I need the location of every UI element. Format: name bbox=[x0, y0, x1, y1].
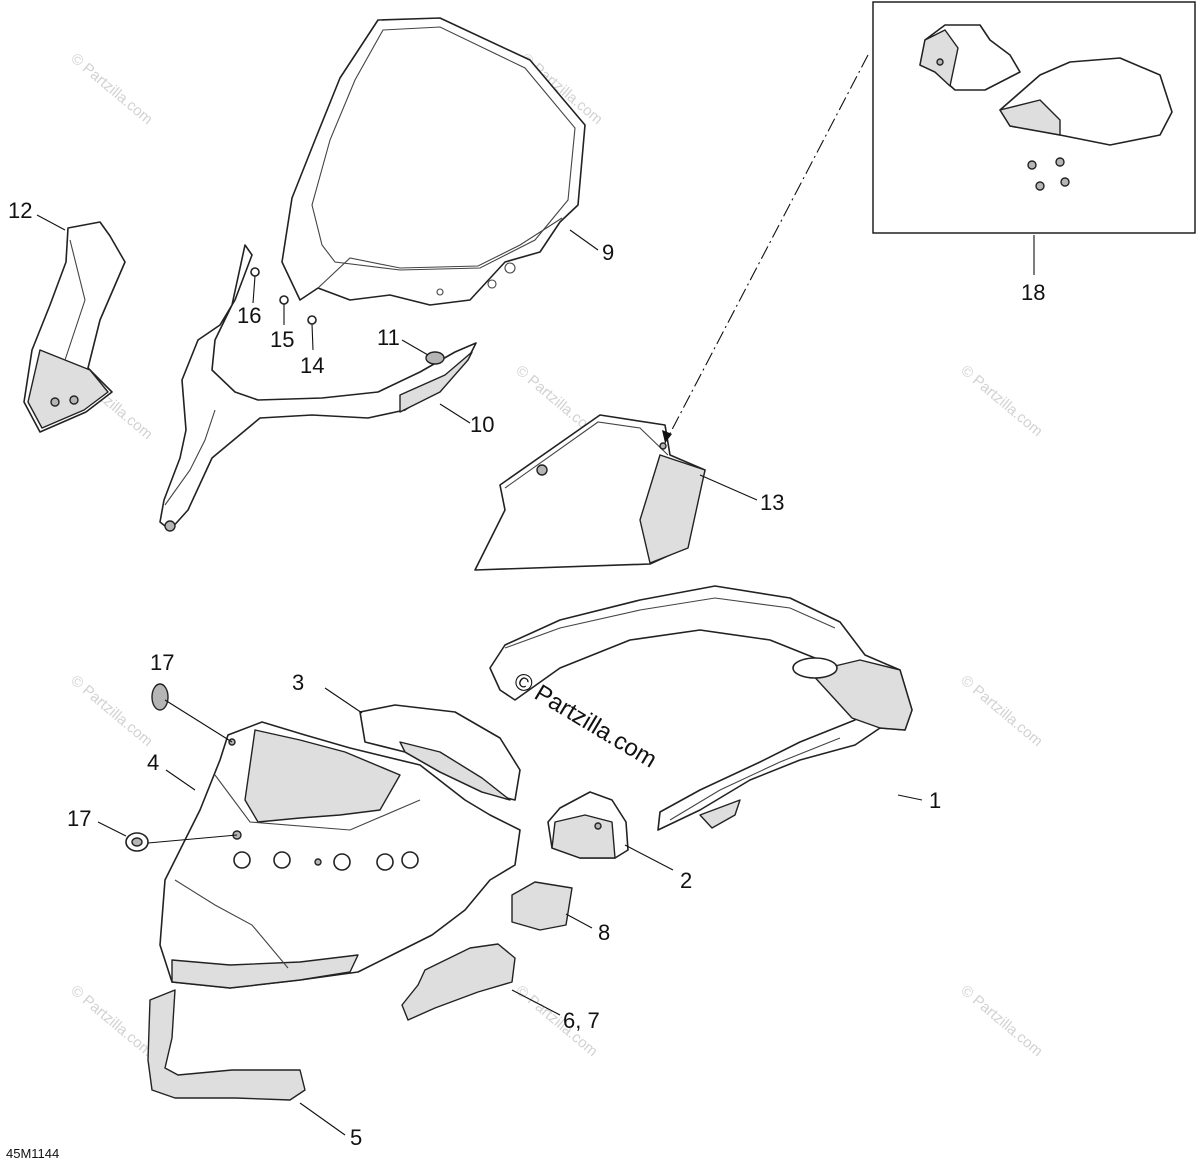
part-windshield bbox=[281, 17, 586, 306]
callout-16: 16 bbox=[237, 303, 261, 328]
part-hood-frame bbox=[489, 585, 913, 831]
part-grommets bbox=[125, 683, 169, 852]
part-trim-8 bbox=[511, 881, 573, 931]
callout-12: 12 bbox=[8, 198, 32, 223]
inset-reference-arrow bbox=[662, 430, 672, 443]
callout-3: 3 bbox=[292, 670, 304, 695]
callout-6-7: 6, 7 bbox=[563, 1008, 600, 1033]
callout-14: 14 bbox=[300, 353, 324, 378]
callout-9: 9 bbox=[602, 240, 614, 265]
part-trim-5 bbox=[147, 989, 306, 1101]
callout-4: 4 bbox=[147, 750, 159, 775]
callout-15: 15 bbox=[270, 327, 294, 352]
part-trim-6-7 bbox=[401, 943, 516, 1021]
callout-labels: 12 9 16 15 14 11 10 18 13 17 3 4 17 1 2 … bbox=[8, 198, 1045, 1150]
part-upper-cover bbox=[359, 704, 521, 801]
watermark: © Partzilla.com bbox=[67, 50, 155, 128]
callout-17-bottom: 17 bbox=[67, 806, 91, 831]
callout-5: 5 bbox=[350, 1125, 362, 1150]
callout-18: 18 bbox=[1021, 280, 1045, 305]
diagram-code: 45M1144 bbox=[6, 1146, 59, 1161]
callout-11: 11 bbox=[377, 325, 400, 350]
part-side-deflector bbox=[474, 414, 706, 571]
callout-8: 8 bbox=[598, 920, 610, 945]
inset-box bbox=[872, 1, 1196, 234]
callout-13: 13 bbox=[760, 490, 784, 515]
callout-17-top: 17 bbox=[150, 650, 174, 675]
part-nose-cowl bbox=[159, 721, 521, 989]
watermark: © Partzilla.com bbox=[67, 672, 155, 750]
callout-2: 2 bbox=[680, 868, 692, 893]
watermark: © Partzilla.com bbox=[957, 982, 1045, 1060]
part-lower-panel bbox=[159, 244, 477, 532]
leader-lines bbox=[36, 214, 1035, 1136]
inset-reference-line bbox=[664, 54, 869, 444]
watermark: © Partzilla.com bbox=[957, 362, 1045, 440]
callout-10: 10 bbox=[470, 412, 494, 437]
center-watermark: © Partzilla.com bbox=[509, 667, 662, 773]
part-small-cover bbox=[547, 791, 629, 859]
watermark: © Partzilla.com bbox=[957, 672, 1045, 750]
part-hardware bbox=[250, 267, 445, 365]
part-side-bracket bbox=[23, 221, 126, 433]
callout-1: 1 bbox=[929, 788, 941, 813]
watermark: © Partzilla.com bbox=[67, 982, 155, 1060]
